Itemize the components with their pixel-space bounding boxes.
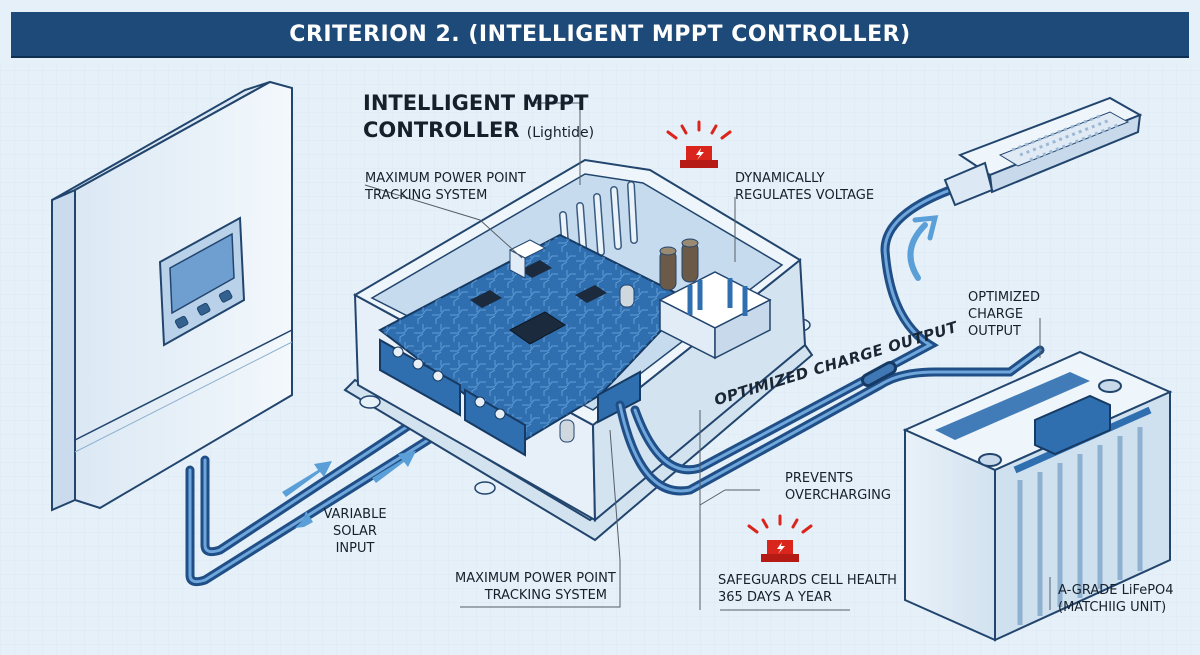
safeguards-cell-health-label: SAFEGUARDS CELL HEALTH 365 DAYS A YEAR — [718, 572, 897, 606]
alarm-beacon-icon — [666, 120, 732, 168]
street-lamp — [943, 96, 1143, 207]
optimized-charge-output-label: OPTIMIZED CHARGE OUTPUT — [968, 289, 1040, 340]
mppt-bottom-line1: MAXIMUM POWER POINT — [455, 571, 616, 586]
main-label-line1: INTELLIGENT MPPT — [363, 91, 589, 115]
alarm-beacon-icon — [747, 514, 813, 562]
mppt-top-line1: MAXIMUM POWER POINT — [365, 171, 526, 186]
main-controller-label: INTELLIGENT MPPT CONTROLLER (Lightide) — [363, 90, 594, 147]
solar-line1: VARIABLE — [323, 507, 387, 522]
solar-line3: INPUT — [335, 541, 375, 556]
prevents-overcharging-label: PREVENTS OVERCHARGING — [785, 470, 891, 504]
flow-arrow-icon — [282, 451, 416, 528]
battery-line2: (MATCHIIG UNIT) — [1058, 600, 1167, 615]
main-label-line2: CONTROLLER (Lightide) — [363, 117, 594, 147]
charge-out-line2: CHARGE — [968, 307, 1024, 322]
battery-line1: A-GRADE LiFePO4 — [1058, 583, 1174, 598]
mppt-enclosure — [343, 158, 814, 542]
regulates-voltage-label: DYNAMICALLY REGULATES VOLTAGE — [735, 170, 874, 204]
prevents-line2: OVERCHARGING — [785, 488, 891, 503]
safeguards-line2: 365 DAYS A YEAR — [718, 590, 833, 605]
safeguards-line1: SAFEGUARDS CELL HEALTH — [718, 573, 897, 588]
main-label-brand: (Lightide) — [526, 125, 595, 141]
solar-line2: SOLAR — [333, 524, 377, 539]
page-title: CRITERION 2. (INTELLIGENT MPPT CONTROLLE… — [11, 12, 1189, 56]
output-cables — [615, 185, 1045, 496]
lifepo4-battery — [902, 350, 1173, 642]
mppt-top-line2: TRACKING SYSTEM — [365, 188, 488, 203]
regulates-line1: DYNAMICALLY — [735, 171, 825, 186]
charge-out-line1: OPTIMIZED — [968, 290, 1041, 305]
flow-arrow-icon — [907, 215, 939, 281]
charge-out-line3: OUTPUT — [968, 324, 1021, 339]
mppt-bottom-label: MAXIMUM POWER POINT TRACKING SYSTEM — [455, 570, 616, 604]
mppt-bottom-line2: TRACKING SYSTEM — [484, 588, 607, 603]
battery-label: A-GRADE LiFePO4 (MATCHIIG UNIT) — [1058, 582, 1174, 616]
mppt-top-label: MAXIMUM POWER POINT TRACKING SYSTEM — [365, 170, 526, 204]
solar-input-cables — [185, 400, 465, 587]
regulates-line2: REGULATES VOLTAGE — [735, 188, 875, 203]
wall-controller-unit — [51, 80, 293, 512]
leader-lines — [364, 102, 1051, 611]
prevents-line1: PREVENTS — [785, 471, 854, 486]
main-label-controller: CONTROLLER — [363, 118, 520, 142]
variable-solar-input-label: VARIABLE SOLAR INPUT — [318, 506, 392, 557]
